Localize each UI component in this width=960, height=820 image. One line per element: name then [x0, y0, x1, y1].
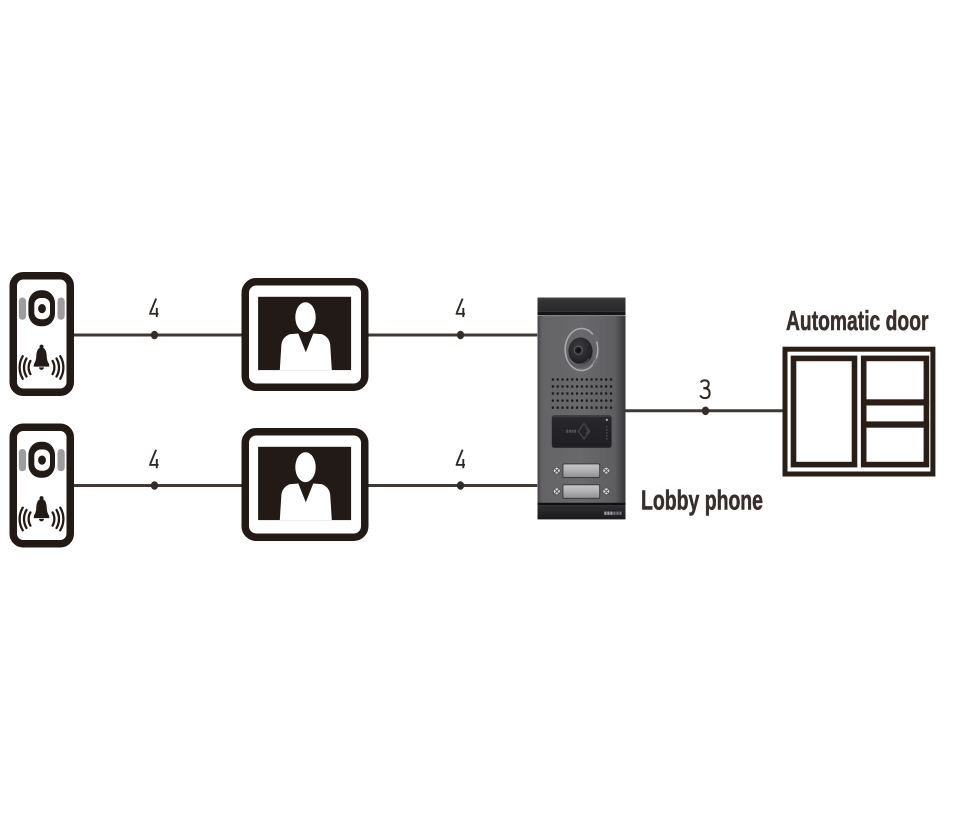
svg-text:Lobby phone: Lobby phone — [641, 485, 763, 516]
svg-text:Automatic door: Automatic door — [786, 305, 929, 336]
